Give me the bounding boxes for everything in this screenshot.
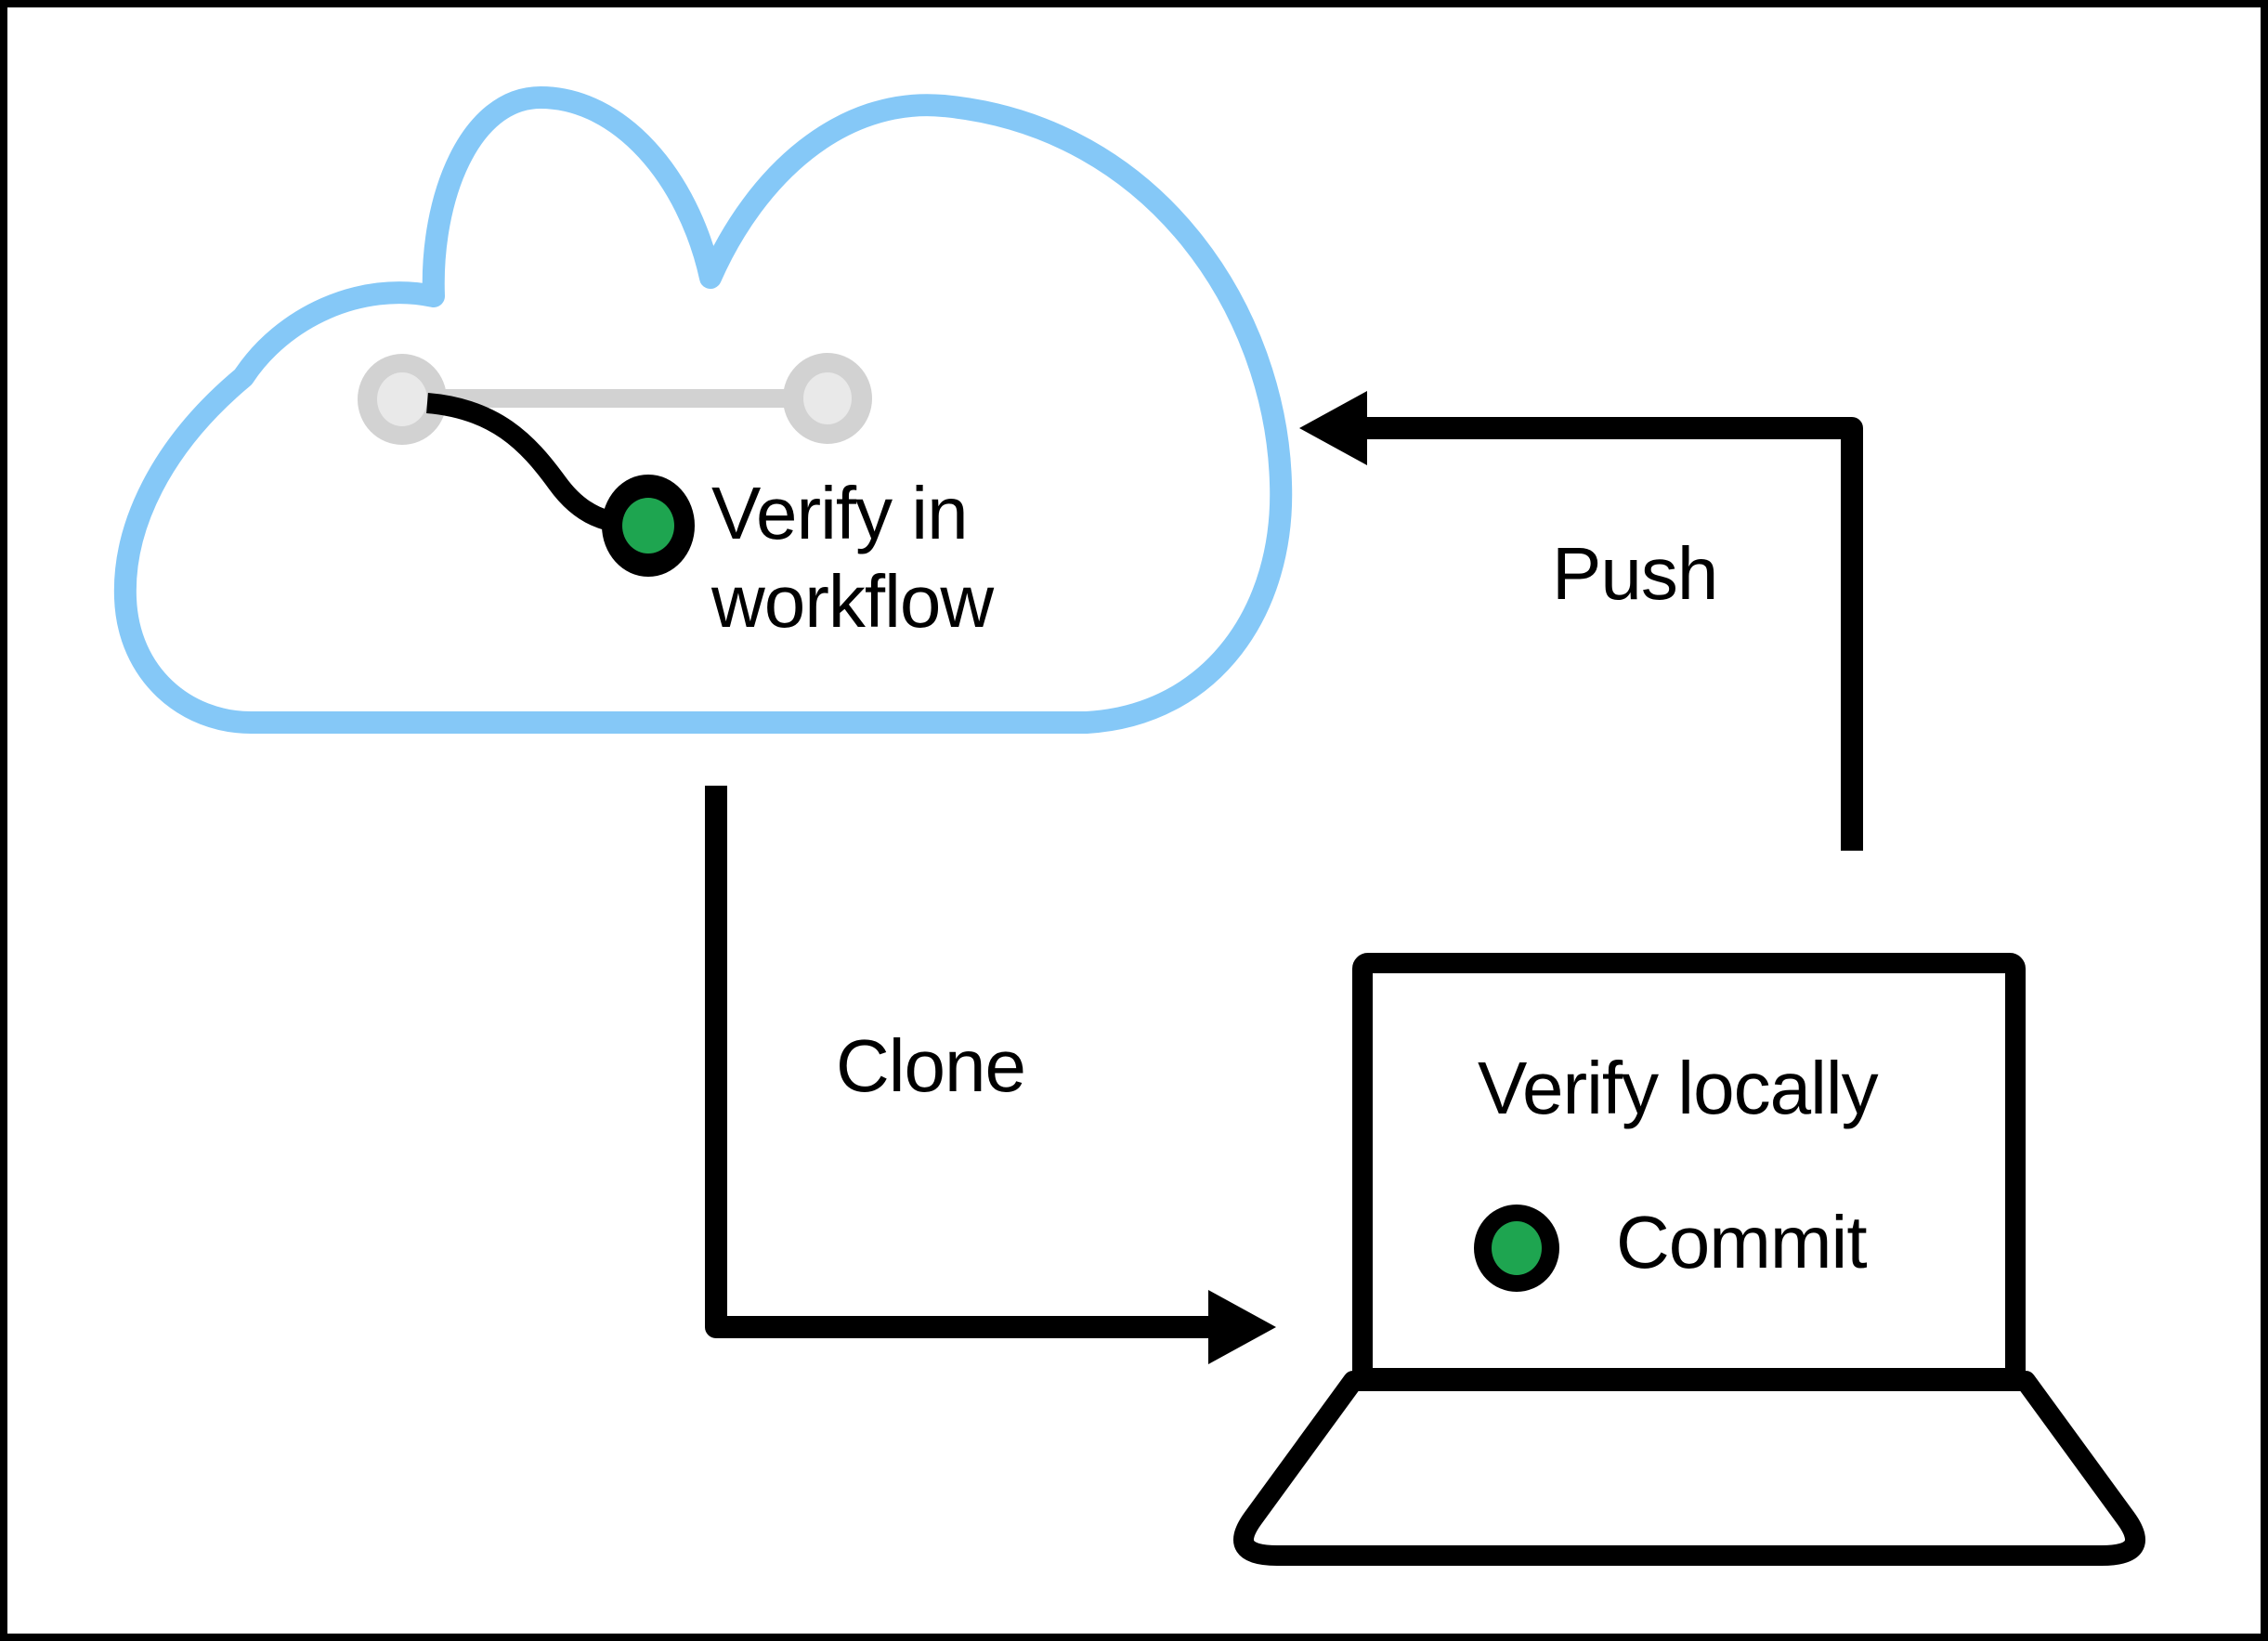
clone-label: Clone: [836, 1024, 1026, 1107]
verify-locally-label: Verify locally: [1478, 1047, 1879, 1129]
cloud-outline: [113, 86, 1293, 734]
push-arrowhead: [1299, 391, 1367, 465]
clone-arrowhead: [1208, 1290, 1276, 1364]
laptop-screen: [1352, 953, 2026, 1388]
push-arrow-line: [1359, 417, 1863, 851]
branch-node-right-core: [803, 372, 852, 424]
commit-label: Commit: [1616, 1201, 1868, 1283]
push-arrow: [1299, 391, 1863, 851]
laptop-icon: [1233, 953, 2145, 1566]
commit-dot-icon: [1474, 1205, 1559, 1292]
diagram-shapes: [113, 86, 2145, 1566]
branch-node-left-core: [377, 372, 427, 426]
laptop-base: [1233, 1371, 2145, 1566]
cloud-icon: [113, 86, 1293, 734]
verify-in-workflow-label: Verify in workflow: [711, 472, 994, 643]
clone-arrow-line: [705, 786, 1213, 1338]
laptop-commit-dot-core: [1492, 1221, 1542, 1275]
commit-dot-icon: [602, 475, 695, 577]
push-label: Push: [1552, 532, 1718, 615]
commit-dot-core: [622, 498, 674, 554]
clone-arrow: [705, 786, 1276, 1364]
git-branch-icon: [358, 353, 872, 577]
